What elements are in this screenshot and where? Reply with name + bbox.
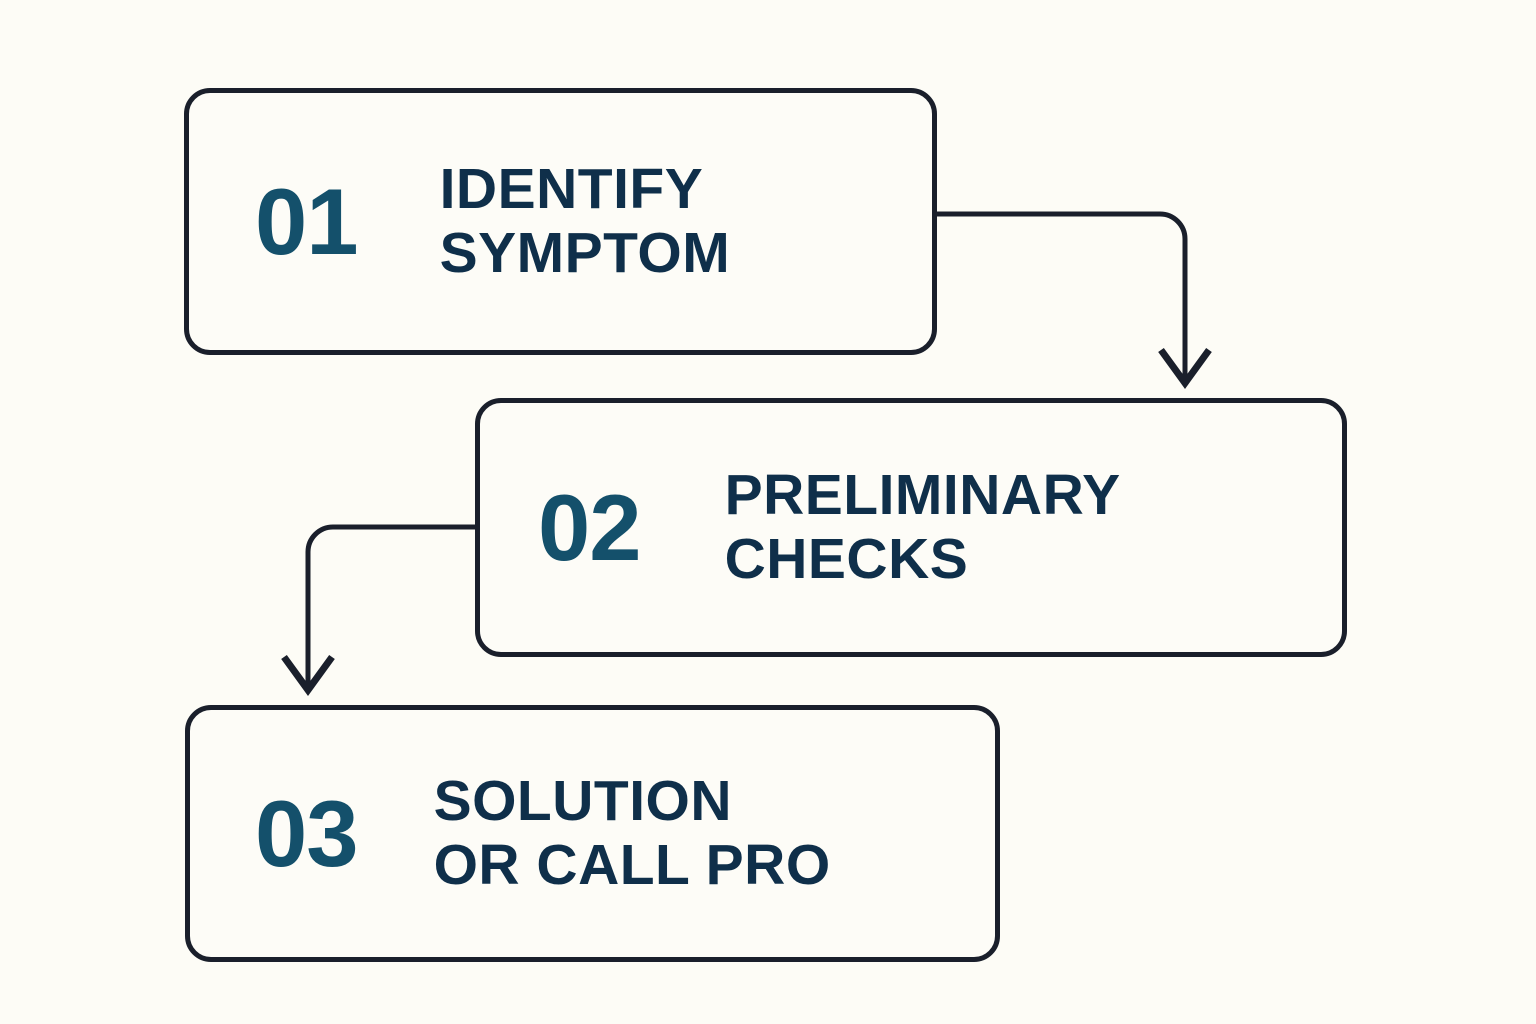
- connector-step1-to-step2: [937, 211, 1188, 382]
- step-title-03: SOLUTION OR CALL PRO: [433, 768, 831, 897]
- connector-step2-to-step3: [305, 524, 475, 689]
- step-card-02[interactable]: 02 PRELIMINARY CHECKS: [475, 398, 1347, 657]
- step-title-01: IDENTIFY SYMPTOM: [439, 156, 731, 285]
- step-card-03[interactable]: 03 SOLUTION OR CALL PRO: [185, 705, 1000, 962]
- step-number-01: 01: [255, 168, 359, 274]
- arrowhead-step1-to-step2: [1158, 347, 1212, 389]
- step-number-03: 03: [255, 780, 359, 886]
- step-title-02: PRELIMINARY CHECKS: [724, 462, 1121, 591]
- arrowhead-step2-to-step3: [281, 654, 335, 696]
- step-number-02: 02: [538, 474, 642, 580]
- step-card-01[interactable]: 01 IDENTIFY SYMPTOM: [184, 88, 937, 355]
